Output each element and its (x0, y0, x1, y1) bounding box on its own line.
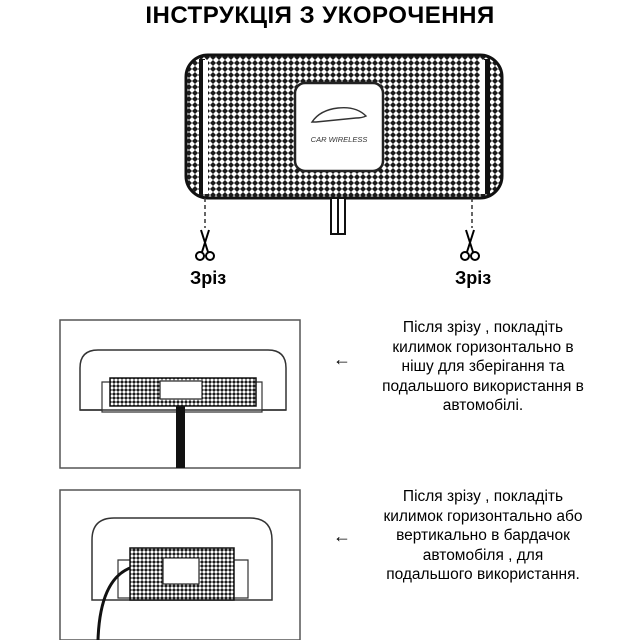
scissors-icon (195, 229, 215, 261)
car-icon (310, 106, 368, 123)
scissors-icon (460, 229, 480, 261)
wireless-mat: CAR WIRELESS (184, 53, 504, 235)
glove-box-illustration (59, 489, 301, 640)
arrow-left-icon: ← (333, 349, 351, 369)
storage-niche-illustration (59, 319, 301, 469)
page-title: ІНСТРУКЦІЯ З УКОРОЧЕННЯ (145, 2, 495, 29)
arrow-left-icon: ← (333, 526, 351, 546)
step-1-text: Після зрізу , покладіть килимок горизонт… (382, 319, 584, 414)
cut-label-left: Зріз (190, 268, 227, 288)
cut-label-right: Зріз (455, 268, 492, 288)
step-2-text: Після зрізу , покладіть килимок горизонт… (383, 488, 583, 583)
mat-badge-text: CAR WIRELESS (311, 135, 368, 144)
